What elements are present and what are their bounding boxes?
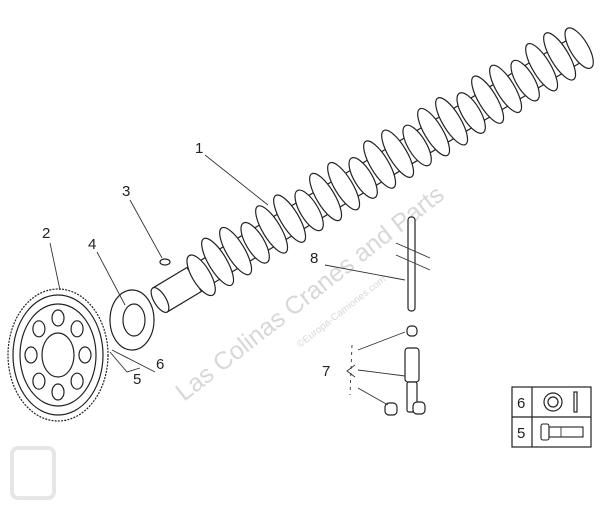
callout-4: 4 [88, 236, 96, 253]
fastener-legend: 6 5 [511, 386, 592, 448]
cam-lobe [201, 237, 235, 287]
callout-7: 7 [322, 363, 330, 380]
cam-lobe [219, 226, 253, 276]
cam-lobe [402, 124, 432, 167]
cam-lobe [510, 59, 540, 102]
cam-lobe [456, 92, 486, 134]
bolt-icon [540, 423, 584, 441]
cam-lobe [255, 205, 289, 254]
cam-lobe [381, 129, 415, 178]
cam-lobe [327, 161, 361, 211]
gear-hole [32, 320, 46, 338]
cam-lobe [273, 194, 307, 243]
callout-3: 3 [122, 183, 130, 200]
watermark-logo [10, 446, 56, 500]
cam-lobe [417, 107, 451, 157]
cam-lobe [525, 43, 559, 92]
gear-hole [32, 372, 46, 390]
callout-1: 1 [195, 140, 203, 157]
cam-lobe [294, 189, 324, 232]
gear [7, 288, 109, 422]
gear-hole [78, 346, 92, 364]
cam-lobe [435, 97, 469, 146]
cam-lobe [489, 64, 523, 114]
pushrod [395, 216, 431, 312]
gear-hole [24, 346, 38, 364]
cam-lobe [564, 27, 594, 69]
legend-id-6: 6 [517, 395, 525, 412]
cam-lobe [186, 254, 216, 297]
thrust-washer [109, 289, 155, 351]
cam-lobe [348, 157, 378, 199]
cam-lobe [471, 75, 505, 124]
leader-lines [49, 154, 406, 406]
callout-6: 6 [156, 356, 164, 373]
gear-hole [51, 309, 65, 327]
camshaft [150, 27, 594, 313]
cam-lobe [543, 32, 577, 81]
gear-hole [70, 320, 84, 338]
cam-lobe [240, 221, 270, 264]
pin [159, 258, 171, 266]
legend-id-5: 5 [517, 425, 525, 442]
callout-8: 8 [310, 250, 318, 267]
cam-lobe [309, 172, 343, 222]
washer-icon [543, 391, 578, 413]
callout-2: 2 [42, 225, 50, 242]
gear-hole [70, 372, 84, 390]
tappet [384, 325, 426, 416]
cam-lobe [363, 140, 397, 189]
callout-5: 5 [133, 371, 141, 388]
gear-hole [51, 383, 65, 401]
